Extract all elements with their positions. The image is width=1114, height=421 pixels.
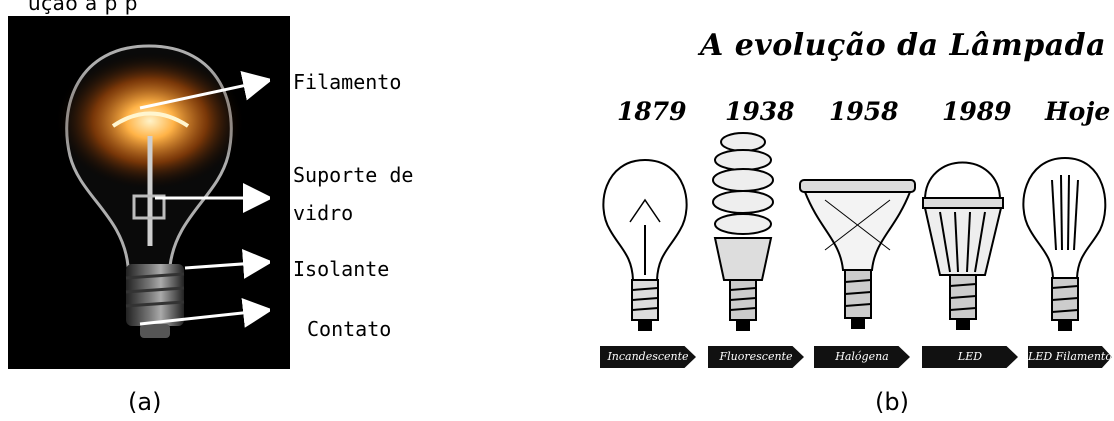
year-0: 1879 [617, 97, 687, 126]
label-isolante: Isolante [293, 257, 390, 281]
year-4: Hoje [1045, 97, 1111, 126]
year-2: 1958 [829, 97, 899, 126]
bulb-illustrations [602, 132, 1107, 331]
incandescent-bulb-icon [602, 158, 688, 331]
screw-base [125, 264, 185, 338]
filament-glow [55, 51, 245, 191]
evolution-title: A evolução da Lâmpada [700, 28, 1107, 63]
led-filament-bulb-icon [1022, 156, 1107, 331]
fluorescent-spiral-bulb-icon [712, 132, 774, 331]
label-suporte-line1: Suporte de [293, 163, 414, 187]
label-contato: Contato [307, 317, 392, 341]
tag-0: Incandescente [600, 346, 696, 368]
cropped-heading-text: ução a p p [28, 0, 138, 15]
year-3: 1989 [942, 97, 1012, 126]
year-1: 1938 [725, 97, 795, 126]
tag-1: Fluorescente [708, 346, 804, 368]
caption-b: (b) [875, 388, 909, 416]
tag-2: Halógena [814, 346, 910, 368]
caption-a: (a) [128, 388, 162, 416]
led-bulb-icon [922, 161, 1004, 330]
filament-wire [111, 111, 190, 128]
label-filamento: Filamento [293, 70, 402, 94]
tag-3: LED [922, 346, 1018, 368]
tag-4: LED Filamento [1028, 346, 1112, 368]
label-suporte-line2: vidro [293, 201, 354, 225]
halogen-reflector-bulb-icon [799, 179, 916, 329]
